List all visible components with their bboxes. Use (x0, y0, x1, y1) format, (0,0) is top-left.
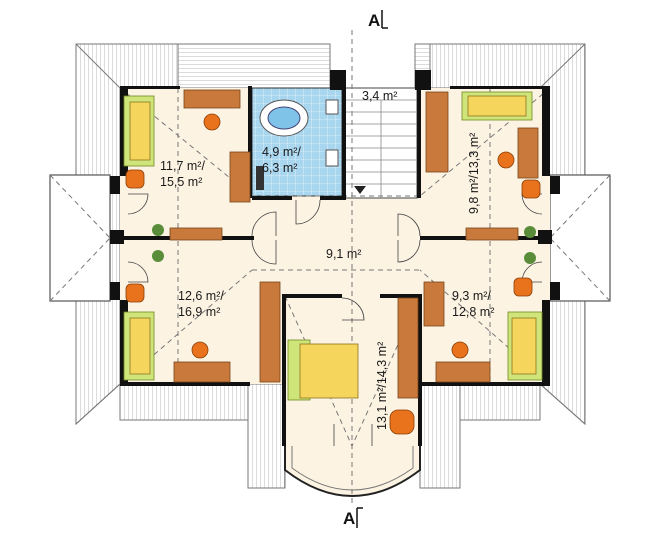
area-room-bottom-left: 12,6 m²/16,9 m² (178, 289, 224, 319)
area-room-bottom-right: 9,3 m²/12,8 m² (452, 289, 494, 319)
area-bathroom: 4,9 m²/6,3 m² (262, 145, 301, 175)
plant-icons (152, 224, 536, 264)
bathroom-fixtures (256, 99, 339, 190)
furniture-bottom-left (123, 281, 281, 383)
area-room-top-right: 9,8 m²/13,3 m² (467, 133, 481, 214)
furniture-top-right (425, 91, 541, 241)
staircase (344, 87, 418, 199)
furniture-bedroom-center (287, 297, 419, 435)
roof-top (177, 43, 431, 89)
area-stairs: 3,4 m² (362, 89, 397, 103)
furniture-bottom-right (423, 277, 543, 383)
area-bedroom-top-left: 11,7 m²/15,5 m² (160, 159, 205, 189)
room-labels: 11,7 m²/15,5 m² 4,9 m²/6,3 m² 3,4 m² 9,8… (160, 89, 494, 430)
section-marker-top: A (368, 10, 388, 30)
section-marker-bottom: A (343, 507, 363, 528)
bay-window (284, 446, 421, 497)
furniture-top-left (123, 89, 251, 241)
balcony-left (49, 174, 111, 302)
area-hall: 9,1 m² (326, 247, 361, 261)
area-bedroom-center: 13,1 m²/14,3 m² (375, 342, 389, 430)
roof-bottom (119, 383, 541, 489)
doors (127, 193, 543, 446)
section-label-top: A (368, 11, 380, 30)
section-label-bottom: A (343, 509, 355, 528)
